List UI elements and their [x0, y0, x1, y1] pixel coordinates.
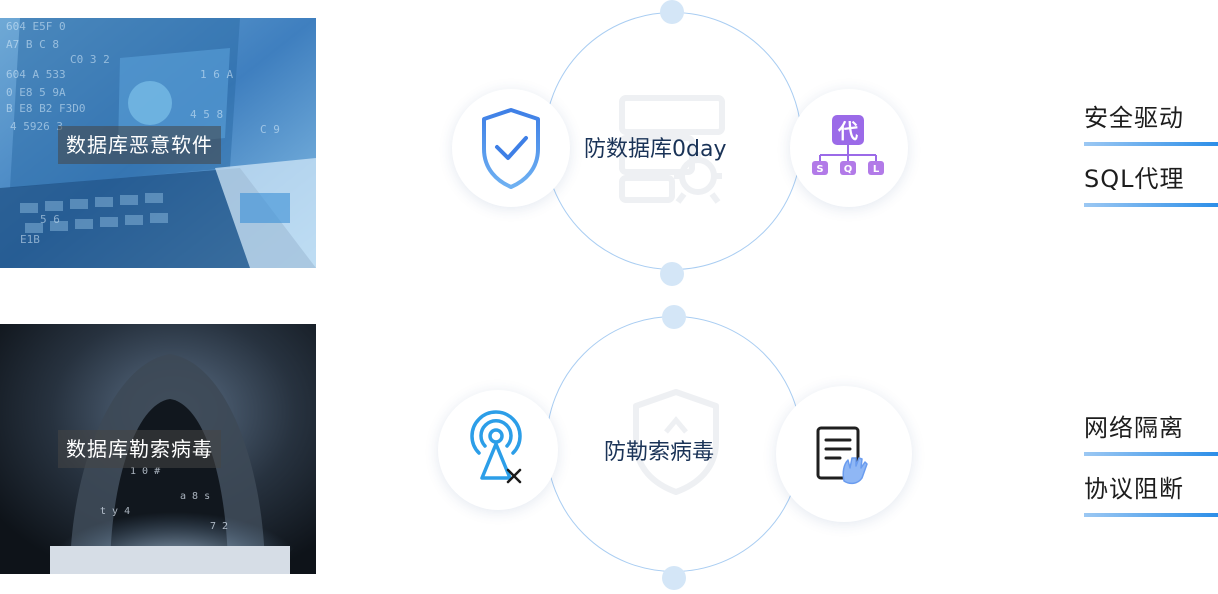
svg-text:5 6: 5 6	[40, 213, 60, 226]
antenna-blocked-icon	[470, 410, 522, 484]
solution-underline	[1084, 203, 1218, 207]
threat-card-malware: 604 E5F 0 A7 B C 8 C0 3 2 604 A 533 0 E8…	[0, 18, 316, 268]
threat-card-ransomware: 1 0 # a 8 s t y 4 7 2 数据库勒索病毒	[0, 324, 316, 574]
ring-dot	[660, 0, 684, 24]
svg-text:0 E8 5 9A: 0 E8 5 9A	[6, 86, 66, 99]
solution-label: 安全驱动	[1084, 104, 1184, 132]
svg-text:604 A 533: 604 A 533	[6, 68, 66, 81]
sql-letter: Q	[844, 164, 853, 175]
solution-label: SQL代理	[1084, 165, 1185, 193]
svg-text:a 8 s: a 8 s	[180, 491, 210, 502]
svg-text:t y 4: t y 4	[100, 506, 130, 517]
svg-text:B E8 B2 F3D0: B E8 B2 F3D0	[6, 102, 85, 115]
shield-check-bubble	[452, 89, 570, 207]
document-hand-bubble	[776, 386, 912, 522]
defense-title: 防勒索病毒	[604, 440, 715, 465]
solution-underline	[1084, 452, 1218, 456]
document-hand-icon	[816, 426, 868, 485]
sql-proxy-icon: 代 S Q L	[812, 115, 884, 175]
ring-dot	[662, 305, 686, 329]
svg-text:1 0 #: 1 0 #	[130, 466, 160, 477]
sql-letter: L	[873, 164, 880, 175]
solution-label: 协议阻断	[1084, 475, 1184, 503]
shield-check-icon	[482, 108, 540, 189]
svg-text:1 6 A: 1 6 A	[200, 68, 233, 81]
solution-group: 网络隔离 协议阻断	[1084, 412, 1218, 517]
defense-title: 防数据库0day	[584, 137, 727, 162]
antenna-blocked-bubble	[438, 390, 558, 510]
solution-underline	[1084, 142, 1218, 146]
svg-text:C0 3 2: C0 3 2	[70, 53, 110, 66]
svg-text:4 5 8: 4 5 8	[190, 108, 223, 121]
ring-dot	[660, 262, 684, 286]
shield-outline-icon	[628, 386, 724, 498]
solution-underline	[1084, 513, 1218, 517]
ring-dot	[662, 566, 686, 590]
solution-group: 安全驱动 SQL代理	[1084, 102, 1218, 207]
threat-label: 数据库勒索病毒	[58, 430, 221, 468]
svg-text:604 E5F 0: 604 E5F 0	[6, 20, 66, 33]
server-bug-icon	[612, 92, 732, 207]
svg-text:4 5926 3: 4 5926 3	[10, 120, 63, 133]
sql-letter: S	[816, 164, 823, 175]
sql-proxy-char: 代	[837, 119, 858, 143]
svg-text:A7 B C 8: A7 B C 8	[6, 38, 59, 51]
sql-proxy-bubble: 代 S Q L	[790, 89, 908, 207]
svg-text:E1B: E1B	[20, 233, 40, 246]
svg-text:7 2: 7 2	[210, 521, 228, 532]
svg-text:C 9: C 9	[260, 123, 280, 136]
solution-label: 网络隔离	[1084, 414, 1184, 442]
threat-label: 数据库恶意软件	[58, 126, 221, 164]
